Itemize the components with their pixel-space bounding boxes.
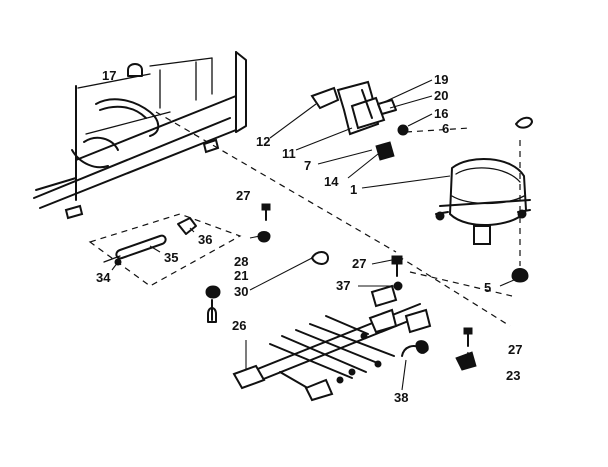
callout-1: 1 bbox=[350, 182, 357, 197]
alignment-line-c bbox=[409, 271, 513, 297]
callout-7: 7 bbox=[304, 158, 311, 173]
part-35-heater bbox=[103, 234, 167, 263]
callout-27-mid: 27 bbox=[352, 256, 366, 271]
part-38-connector bbox=[401, 340, 429, 357]
part-17-cap bbox=[127, 63, 143, 77]
part-21-plug bbox=[205, 285, 221, 323]
callout-12: 12 bbox=[256, 134, 270, 149]
alignment-line-e bbox=[405, 127, 471, 133]
callout-20: 20 bbox=[434, 88, 448, 103]
part-27-screw-c bbox=[463, 327, 473, 347]
callout-27-top: 27 bbox=[236, 188, 250, 203]
cabinet bbox=[33, 51, 247, 220]
part-36-clip bbox=[177, 217, 197, 235]
callout-labels: 17 12 19 20 16 6 11 7 14 1 27 36 35 34 2… bbox=[96, 68, 522, 405]
part-28-grommet bbox=[257, 231, 271, 243]
relay-assembly bbox=[310, 80, 397, 136]
callout-35: 35 bbox=[164, 250, 178, 265]
part-37-washer bbox=[393, 281, 403, 291]
callout-26: 26 bbox=[232, 318, 246, 333]
alignment-line-b bbox=[397, 255, 511, 327]
callout-14: 14 bbox=[324, 174, 339, 189]
part-30-terminal bbox=[311, 251, 329, 265]
callout-16: 16 bbox=[434, 106, 448, 121]
callout-36: 36 bbox=[198, 232, 212, 247]
part-14-connector bbox=[375, 141, 395, 161]
compressor bbox=[435, 158, 531, 245]
callout-37: 37 bbox=[336, 278, 350, 293]
alignment-line-a bbox=[155, 111, 397, 253]
callout-19: 19 bbox=[434, 72, 448, 87]
callout-17: 17 bbox=[102, 68, 116, 83]
part-27-screw-b bbox=[391, 255, 403, 277]
part-16-grommet bbox=[397, 124, 409, 136]
callout-38: 38 bbox=[394, 390, 408, 405]
kit-outline bbox=[88, 213, 242, 287]
part-27-screw-a bbox=[261, 203, 271, 221]
callout-5: 5 bbox=[484, 280, 491, 295]
callout-34: 34 bbox=[96, 270, 111, 285]
callout-30: 30 bbox=[234, 284, 248, 299]
part-5-grommet bbox=[511, 268, 529, 283]
callout-27-bottom: 27 bbox=[508, 342, 522, 357]
callout-6: 6 bbox=[442, 121, 449, 136]
part-6-clip bbox=[515, 116, 533, 129]
callout-11: 11 bbox=[282, 146, 296, 161]
leader-lines bbox=[111, 79, 515, 391]
callout-21: 21 bbox=[234, 268, 248, 283]
callout-28: 28 bbox=[234, 254, 248, 269]
callout-23: 23 bbox=[506, 368, 520, 383]
part-26-wiring-harness bbox=[232, 284, 432, 402]
